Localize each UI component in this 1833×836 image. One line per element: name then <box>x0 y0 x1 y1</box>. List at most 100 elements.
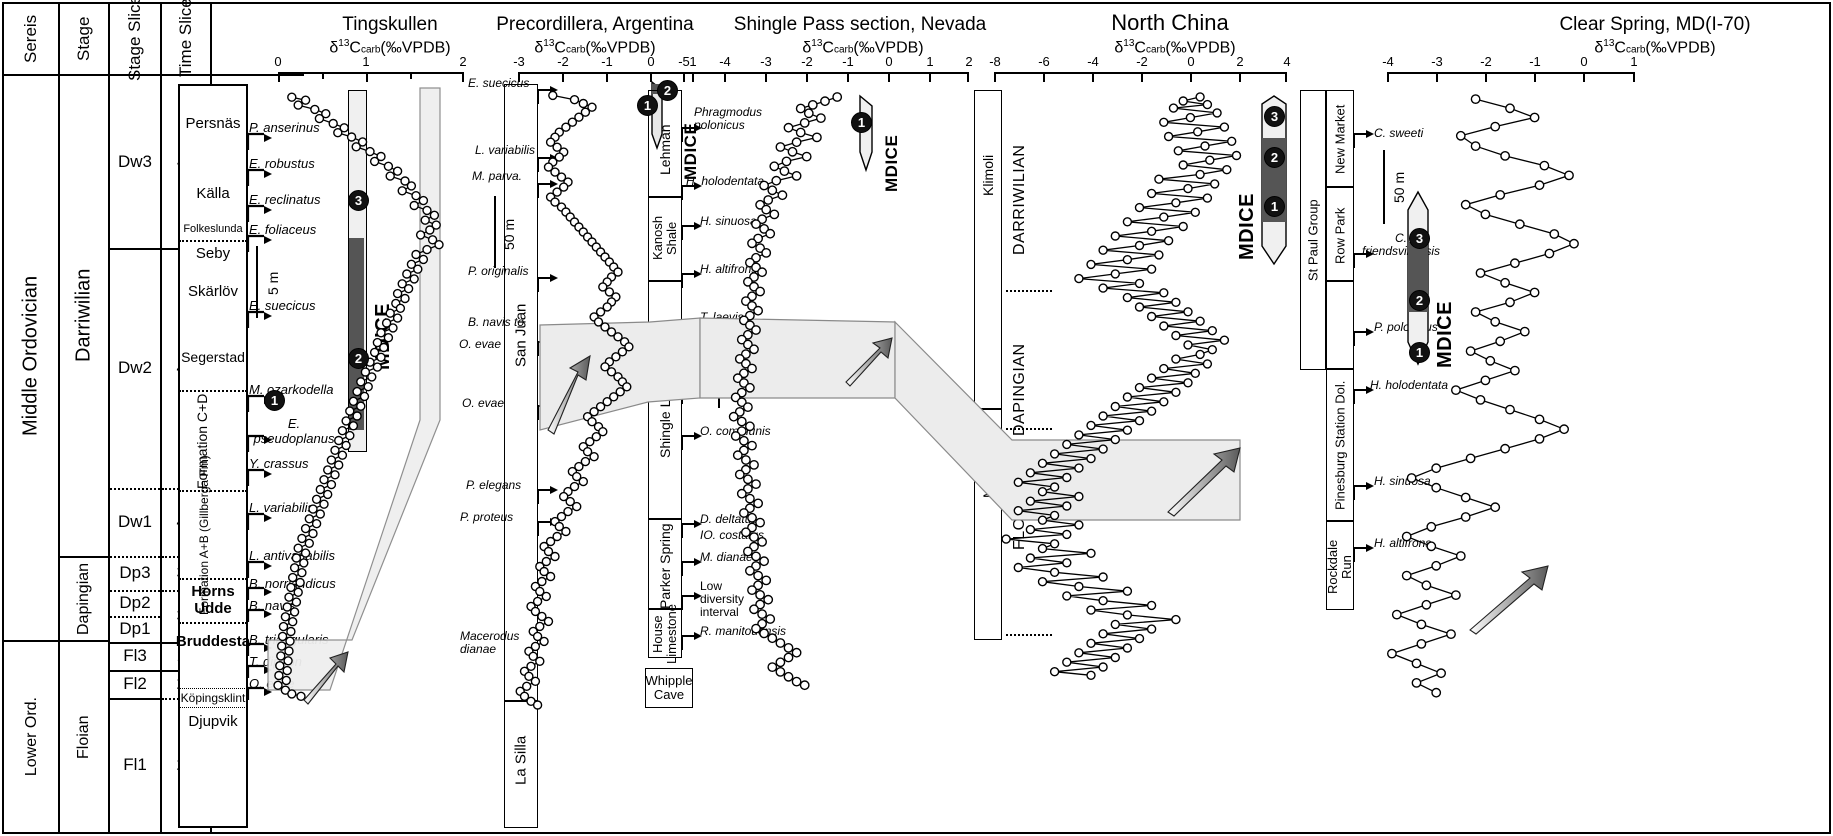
marker-2-tingskullen: 2 <box>348 348 369 369</box>
tick-tingskullen-0 <box>278 72 280 82</box>
tick-sh-2 <box>967 72 969 82</box>
prec-biozone-o-evae-b: O. evae <box>462 396 505 410</box>
shingle-unit-house: House Limestone <box>650 604 679 664</box>
chart-title-clear-spring: Clear Spring, MD(I-70) <box>1559 14 1751 35</box>
header-separator <box>4 74 304 76</box>
shingle-unit-whipple-box <box>645 668 693 708</box>
prec-biozone-macerodus: Macerodus dianae <box>460 629 520 656</box>
nc-stage-dash-2 <box>1006 428 1052 430</box>
tick-nc-n4 <box>1092 72 1094 82</box>
biozone-e-robustus: E. robustus <box>249 156 315 171</box>
carb-sub-2: carb <box>565 44 586 56</box>
scalebar-5m-label: 5 m <box>265 271 281 295</box>
series-lower-ord: Lower Ord. <box>4 642 58 832</box>
biozone-b-norrlandicus: B. norrlandicus <box>249 576 336 591</box>
shingle-unit-shingle-ls: Shingle Limestone <box>657 342 673 458</box>
precordillera-unit-san-juan: San Juan <box>512 303 530 367</box>
ticklabel-sh-2: 2 <box>965 54 973 69</box>
baltoscandia-formation-column <box>178 84 248 828</box>
marker-1-shingle: 1 <box>851 112 872 133</box>
stage-slice-dw2: Dw2 <box>117 358 152 377</box>
nc-stage-dash-3 <box>1006 634 1052 636</box>
stage-slice-fl2: Fl2 <box>123 674 147 693</box>
formation-seby: Seby <box>195 244 231 262</box>
tick-nc-n8 <box>994 72 996 82</box>
ticklabel-cs-n2: -2 <box>1480 54 1492 69</box>
sh-biozone-m-dianae: M. dianae <box>700 550 753 564</box>
delta-sup-3: 13 <box>811 38 823 49</box>
stage-divider-1 <box>60 556 108 558</box>
formation-kopingsklint-box <box>179 688 247 708</box>
tick-cs-n3 <box>1436 72 1438 82</box>
carb-sub-3: carb <box>833 44 854 56</box>
c-symbol-4: C <box>1134 39 1146 57</box>
tick-cs-n4 <box>1387 72 1389 82</box>
tick-prec-0 <box>650 72 652 82</box>
prec-biozone-o-evae-a: O. evae <box>459 337 502 351</box>
ticklabel-nc-n4: -4 <box>1087 54 1099 69</box>
formation-bruddesta: Bruddesta <box>175 632 251 650</box>
carb-sub-4: carb <box>1145 44 1166 56</box>
biozone-l-antivariabilis: L. antivariabilis <box>249 548 335 563</box>
ticklabel-nc-n6: -6 <box>1038 54 1050 69</box>
mdice-label-shingle: MDICE <box>882 134 901 192</box>
marker-3-tingskullen: 3 <box>348 190 369 211</box>
chart-axislabel-precordillera: δ13Ccarb(‰VPDB) <box>500 38 690 57</box>
biozone-b-navis: B. navis <box>249 598 296 613</box>
c-symbol: C <box>349 39 361 57</box>
ticklabel-cs-n1: -1 <box>1529 54 1541 69</box>
vpdb-unit-2: (‰VPDB) <box>585 39 656 57</box>
delta-symbol-2: δ <box>534 39 544 57</box>
chart-axislabel-clear-spring: δ13Ccarb(‰VPDB) <box>1560 38 1750 57</box>
ticklabel-tingskullen-2: 2 <box>459 54 467 69</box>
formation-skarlov: Skärlöv <box>187 282 239 300</box>
formation-djupvik: Djupvik <box>188 712 238 730</box>
cs-unit-row-park: Row Park <box>1332 207 1348 265</box>
sh-biozone-t-laevis: T. laevis <box>700 310 744 324</box>
ticklabel-cs-n3: -3 <box>1431 54 1443 69</box>
shingle-unit-lehman: Lehman <box>657 124 673 176</box>
ticklabel-tingskullen-1: 1 <box>362 54 370 69</box>
marker-3-north-china: 3 <box>1264 106 1285 127</box>
tick-sh-n4 <box>724 72 726 82</box>
biozone-e-reclinatus: E. reclinatus <box>249 192 321 207</box>
c-symbol-5: C <box>1614 39 1626 57</box>
marker-1-north-china: 1 <box>1264 196 1285 217</box>
formation-kalla: Källa <box>196 184 230 202</box>
c-symbol-3: C <box>822 39 834 57</box>
shingle-unit-whipple: Whipple Cave <box>645 673 693 702</box>
ticklabel-prec-0: 0 <box>647 54 655 69</box>
col-divider-2 <box>108 4 110 832</box>
ticklabel-sh-1: 1 <box>926 54 934 69</box>
formation-segerstad: Segerstad <box>181 349 245 365</box>
ticklabel-prec-1: 1 <box>689 54 697 69</box>
tick-sh-1 <box>929 72 931 82</box>
series-divider <box>4 640 58 642</box>
tick-tingskullen-1 <box>366 72 368 82</box>
chart-axislabel-shingle: δ13Ccarb(‰VPDB) <box>768 38 958 57</box>
sh-biozone-phragmodus: Phragmodus polonicus <box>694 105 763 132</box>
scalebar-50m-label: 50 m <box>501 218 517 250</box>
cs-unit-new-market: New Market <box>1332 104 1348 174</box>
axis-line-shingle <box>683 72 968 74</box>
cs-biozone-c-sweeti: C. sweeti <box>1374 126 1424 140</box>
shingle-div-2 <box>648 280 682 282</box>
delta-sup-4: 13 <box>1123 38 1135 49</box>
ticklabel-nc-0: 0 <box>1187 54 1195 69</box>
chart-axislabel-north-china: δ13Ccarb(‰VPDB) <box>1080 38 1270 57</box>
formation-dash-5 <box>179 622 247 624</box>
biozone-m-ozarkodella: M. ozarkodella <box>249 382 334 397</box>
biozone-o-evae-1: O. evae <box>249 676 295 691</box>
tick-prec-n2 <box>562 72 564 82</box>
shingle-div-4 <box>648 608 682 610</box>
formation-folkeslunda: Folkeslunda <box>183 223 243 235</box>
vpdb-unit: (‰VPDB) <box>380 39 451 57</box>
cs-unit-div-2 <box>1326 280 1354 282</box>
sh-biozone-h-altifrons: H. altifrons <box>700 262 758 276</box>
ss-dash-4 <box>110 616 160 618</box>
ss-dash-3 <box>110 590 160 592</box>
chart-axislabel-tingskullen: δ13Ccarb(‰VPDB) <box>290 38 490 57</box>
axis-line-tingskullen <box>278 72 463 74</box>
scalebar-50m-line-cs <box>1383 150 1385 224</box>
